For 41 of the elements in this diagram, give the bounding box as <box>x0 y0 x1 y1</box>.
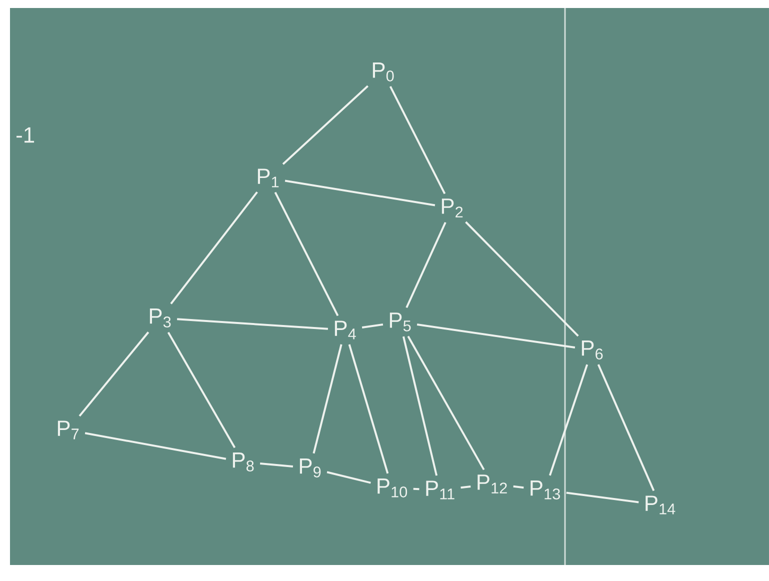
chalk-line <box>177 318 328 330</box>
point-label: P$_{0}$ <box>372 62 394 82</box>
chalk-line <box>460 485 471 489</box>
chalk-line <box>260 462 294 468</box>
chalk-line <box>548 364 588 476</box>
point-label: P$_{8}$ <box>232 452 254 472</box>
point-label: P$_{2}$ <box>442 198 463 218</box>
chalk-line <box>389 86 446 194</box>
chalk-line <box>312 344 342 454</box>
point-label: P$_{14}$ <box>646 496 676 514</box>
point-label: P$_{10}$ <box>378 478 408 498</box>
chalk-line <box>413 488 420 490</box>
chalk-line <box>326 471 371 484</box>
point-label: P$_{6}$ <box>582 340 603 360</box>
chalk-line <box>566 492 639 504</box>
chalk-line <box>416 324 576 348</box>
chalk-line <box>402 336 438 476</box>
point-label: P$_{4}$ <box>334 320 356 340</box>
point-label: P$_{1}$ <box>258 168 279 188</box>
point-label: P$_{7}$ <box>58 420 79 440</box>
point-label: P$_{12}$ <box>478 474 507 494</box>
chalk-line <box>78 332 150 417</box>
chalk-line <box>406 222 446 308</box>
chalk-line <box>407 336 485 470</box>
point-label: P$_{11}$ <box>426 480 454 500</box>
chalk-line <box>282 85 368 165</box>
point-label: P$_{5}$ <box>390 312 411 332</box>
chalk-line <box>170 191 258 304</box>
chalk-line <box>284 180 436 206</box>
chalk-line <box>597 364 655 492</box>
chalk-line <box>274 192 339 316</box>
chalk-line <box>513 485 524 489</box>
point-label: P$_{9}$ <box>300 458 321 478</box>
chalk-line <box>167 332 236 448</box>
chalk-line <box>84 432 226 460</box>
margin-note: -1 <box>16 127 34 143</box>
point-label: P$_{3}$ <box>150 308 171 328</box>
chalk-line <box>465 221 579 337</box>
chalk-line <box>348 344 389 474</box>
point-label: P$_{13}$ <box>530 480 560 500</box>
chalk-line <box>362 323 384 328</box>
